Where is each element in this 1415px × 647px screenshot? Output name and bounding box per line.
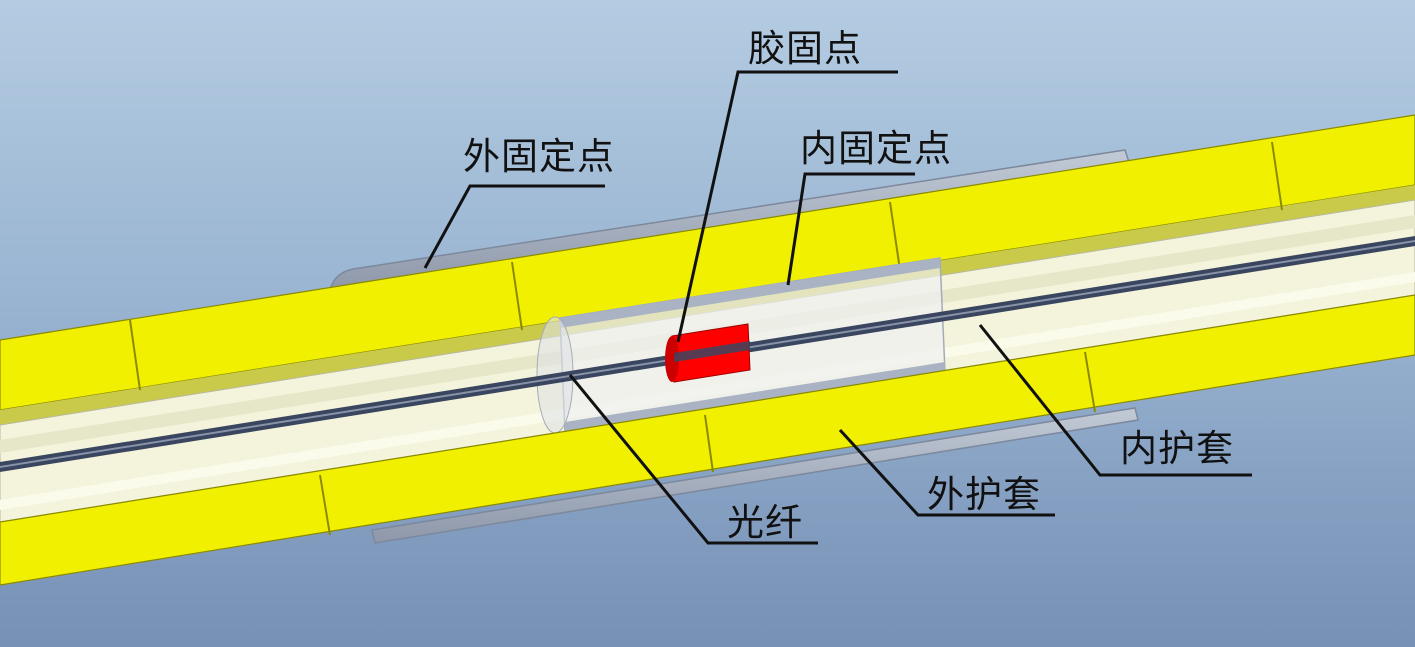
outer-fix-sleeve-bottom xyxy=(371,407,1139,544)
label-outer-fix-point: 外固定点 xyxy=(463,135,615,178)
label-inner-sheath: 内护套 xyxy=(1120,427,1234,470)
leader-lines xyxy=(423,70,1252,545)
leader-outer-fix-point xyxy=(423,184,605,269)
outer-sheath-lower xyxy=(0,294,1415,586)
label-glue-point: 胶固点 xyxy=(748,27,862,70)
glue-point xyxy=(665,323,751,383)
leader-outer-sheath xyxy=(838,428,1055,517)
leader-inner-fix-point xyxy=(786,172,915,286)
label-optical-fiber: 光纤 xyxy=(727,501,803,544)
label-inner-fix-point: 内固定点 xyxy=(800,127,952,170)
leader-optical-fiber xyxy=(568,374,818,545)
leader-glue-point xyxy=(676,70,898,343)
label-outer-sheath: 外护套 xyxy=(927,473,1041,516)
leader-inner-sheath xyxy=(978,324,1252,477)
